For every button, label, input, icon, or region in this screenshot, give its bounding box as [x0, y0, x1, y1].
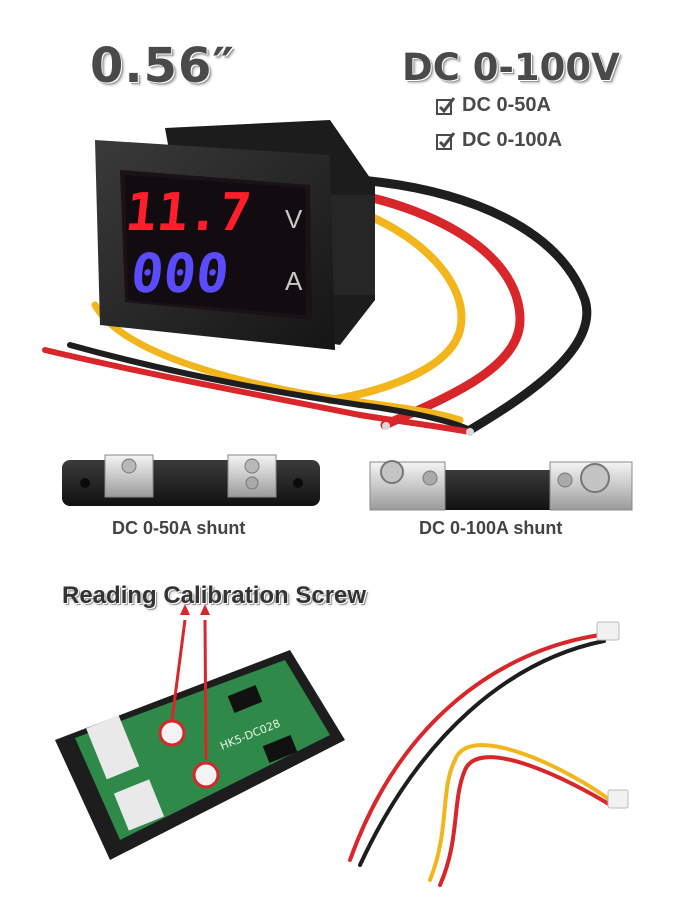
shunt-50a-label: DC 0-50A shunt	[112, 518, 246, 538]
calibration-title: Reading Calibration Screw	[62, 582, 367, 609]
calibration-board: HK5-DC028	[55, 604, 345, 860]
option-100a: DC 0-100A	[436, 129, 562, 152]
voltage-reading: 11.7	[122, 183, 253, 243]
current-unit: A	[285, 266, 303, 296]
voltage-range-title: DC 0-100V	[402, 46, 620, 89]
display-size-title: 0.56″	[90, 38, 235, 94]
shunt-50a	[62, 454, 320, 506]
connector-cables	[348, 621, 629, 887]
voltmeter-ammeter: 11.7 V 000 A	[95, 120, 375, 350]
shunt-100a	[369, 460, 633, 511]
checkbox-checked-icon	[436, 96, 456, 115]
option-50a: DC 0-50A	[436, 94, 551, 117]
voltage-unit: V	[285, 204, 303, 234]
option-100a-label: DC 0-100A	[462, 129, 563, 151]
shunt-100a-label: DC 0-100A shunt	[419, 518, 563, 538]
meter-wires	[42, 175, 592, 436]
current-reading: 000	[128, 242, 232, 305]
option-50a-label: DC 0-50A	[462, 94, 551, 116]
checkbox-checked-icon	[436, 131, 456, 150]
